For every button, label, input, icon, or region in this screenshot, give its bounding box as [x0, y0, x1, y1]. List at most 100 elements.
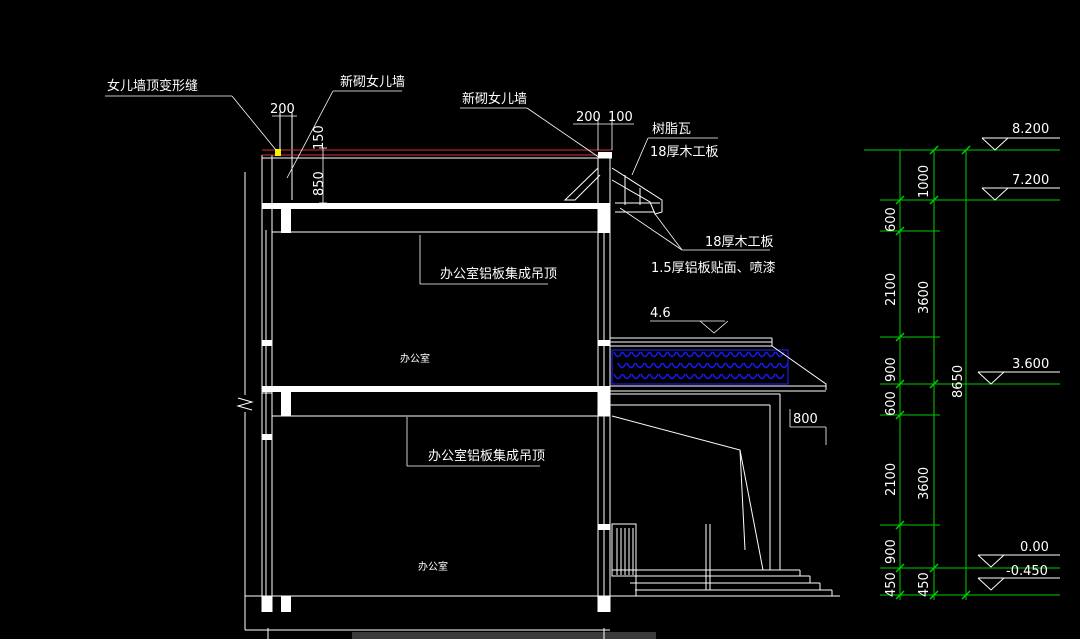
- roof-tile: [635, 362, 645, 369]
- dim-100: 100: [608, 110, 633, 125]
- roof-tile: [739, 373, 749, 380]
- elev-0-00: 0.00: [1020, 540, 1049, 555]
- roof-tile: [653, 362, 663, 369]
- roof-tile: [622, 373, 632, 380]
- label-board-18-top: 18厚木工板: [650, 145, 719, 160]
- dim-200-left: 200: [270, 102, 295, 117]
- dim-4-6: 4.6: [650, 306, 671, 321]
- roof-tile: [716, 362, 726, 369]
- roof-tile: [721, 373, 731, 380]
- roof-tile: [712, 351, 722, 358]
- roof-tile: [734, 362, 744, 369]
- roof-tile: [613, 373, 623, 380]
- vdim-900-b: 900: [884, 539, 899, 564]
- roof-tile: [770, 362, 780, 369]
- roof-tile: [694, 351, 704, 358]
- label-new-parapet-right: 新砌女儿墙: [462, 91, 527, 107]
- roof-tile: [779, 362, 789, 369]
- label-parapet-joint: 女儿墙顶变形缝: [107, 78, 198, 94]
- roof-tile: [685, 373, 695, 380]
- dim-200-right: 200: [576, 110, 601, 125]
- elevation-markers: [977, 137, 1060, 591]
- dim-150: 150: [312, 125, 327, 150]
- roof-tile: [640, 373, 650, 380]
- dim-800: 800: [793, 412, 818, 427]
- label-alu-board: 1.5厚铝板贴面、喷漆: [651, 260, 776, 276]
- label-room-lower: 办公室: [418, 560, 448, 573]
- roof-tile: [658, 373, 668, 380]
- roof-tile: [694, 373, 704, 380]
- roof-tile: [775, 351, 785, 358]
- roof-tile: [622, 351, 632, 358]
- roof-overhang: [563, 167, 663, 215]
- leaders: [105, 90, 770, 467]
- roof-tile: [766, 351, 776, 358]
- roof-tile: [757, 373, 767, 380]
- roof-tile: [631, 351, 641, 358]
- vdim-900-a: 900: [884, 357, 899, 382]
- roof-tile: [649, 351, 659, 358]
- vdim-450-b: 450: [917, 572, 932, 597]
- bottom-scrollbar[interactable]: [352, 632, 656, 639]
- roof-tile: [649, 373, 659, 380]
- roof-tile: [725, 362, 735, 369]
- joint-mark-icon: [275, 149, 281, 156]
- vdim-2100-b: 2100: [884, 463, 899, 496]
- roof-tile: [703, 351, 713, 358]
- vdim-600-b: 600: [884, 391, 899, 416]
- roof-tile: [631, 373, 641, 380]
- roof-tile: [680, 362, 690, 369]
- dim-850: 850: [312, 171, 327, 196]
- canopy: [610, 337, 827, 571]
- roof-tile: [707, 362, 717, 369]
- label-room-upper: 办公室: [400, 352, 430, 365]
- elev-minus-0450: -0.450: [1006, 564, 1048, 579]
- roof-tile: [752, 362, 762, 369]
- roof-tile: [761, 362, 771, 369]
- elev-8200: 8.200: [1012, 122, 1049, 137]
- roof-tile: [712, 373, 722, 380]
- roof-tile: [730, 351, 740, 358]
- label-new-parapet-left: 新砌女儿墙: [340, 74, 405, 90]
- vdim-3600-b: 3600: [917, 467, 932, 500]
- roof-tile: [613, 351, 623, 358]
- roof-tile: [667, 373, 677, 380]
- roof-tile: [617, 362, 627, 369]
- floor-slab: [262, 386, 610, 417]
- roof-tile: [748, 351, 758, 358]
- roof-tile: [676, 373, 686, 380]
- roof-tiles: [613, 351, 789, 380]
- label-board-18-mid: 18厚木工板: [705, 235, 774, 250]
- entrance-steps: [611, 523, 833, 596]
- roof-tile: [698, 362, 708, 369]
- dimension-chains: [864, 145, 1060, 600]
- left-wall: [236, 112, 293, 630]
- label-ceiling-upper: 办公室铝板集成吊顶: [440, 266, 557, 282]
- roof-tile: [685, 351, 695, 358]
- roof-tile: [757, 351, 767, 358]
- roof-tile: [748, 373, 758, 380]
- roof-tile: [775, 373, 785, 380]
- roof-tile: [662, 362, 672, 369]
- vdim-450-a: 450: [884, 572, 899, 597]
- parapet-cap: [262, 149, 612, 159]
- roof-tile: [644, 362, 654, 369]
- roof-tile: [640, 351, 650, 358]
- roof-tile: [667, 351, 677, 358]
- right-wall: [597, 158, 611, 612]
- roof-tile: [766, 373, 776, 380]
- vdim-8650: 8650: [951, 365, 966, 398]
- vdim-600-a: 600: [884, 207, 899, 232]
- roof-tile: [676, 351, 686, 358]
- roof-tile: [730, 373, 740, 380]
- roof-tile: [743, 362, 753, 369]
- roof-slab: [262, 203, 610, 233]
- vdim-1000: 1000: [917, 165, 932, 198]
- label-resin-tile: 树脂瓦: [652, 122, 691, 137]
- label-ceiling-lower: 办公室铝板集成吊顶: [428, 448, 545, 464]
- roof-tile: [739, 351, 749, 358]
- roof-tile: [671, 362, 681, 369]
- ground-line: [245, 595, 840, 631]
- roof-tile: [658, 351, 668, 358]
